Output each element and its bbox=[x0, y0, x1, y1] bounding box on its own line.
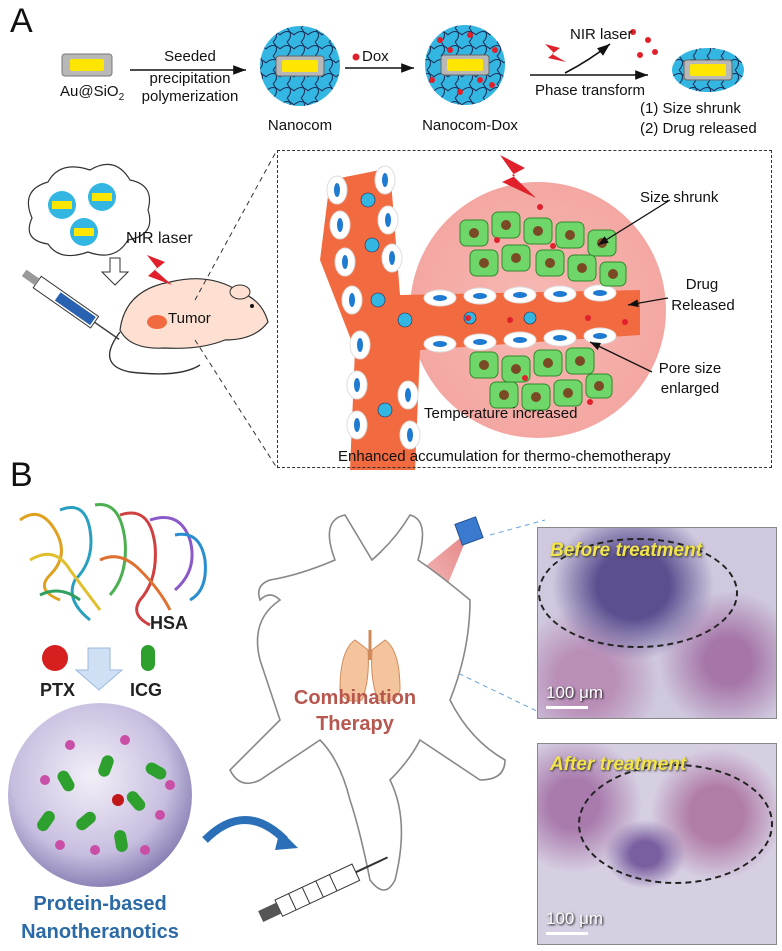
zoom-line bbox=[194, 149, 278, 301]
dox-dot bbox=[352, 53, 360, 61]
zoom-box bbox=[277, 150, 772, 468]
syringe-icon bbox=[21, 269, 120, 341]
au-sio2-label: Au@SiO2 bbox=[60, 83, 125, 103]
protein-based-label: Protein-based bbox=[33, 893, 167, 915]
nanocom-label: Nanocom bbox=[267, 117, 333, 134]
panel-b-letter: B bbox=[10, 456, 33, 494]
phase-transform-label: Phase transform bbox=[535, 82, 646, 99]
size-shrunk-label: Size shrunk bbox=[640, 189, 719, 206]
lightning-icon bbox=[147, 255, 172, 285]
drug-released-list-label: (2) Drug released bbox=[640, 120, 757, 137]
scale-bar-label: 100 μm bbox=[546, 909, 604, 928]
nir-laser-label-2: NIR laser bbox=[126, 230, 193, 247]
blood-vessel bbox=[320, 165, 640, 470]
zoom-line bbox=[194, 339, 278, 469]
scale-bar bbox=[546, 932, 588, 935]
before-treatment-label: Before treatment bbox=[550, 540, 703, 561]
nanocom-dox-particle bbox=[425, 25, 505, 105]
ptx-label: PTX bbox=[40, 680, 76, 700]
after-treatment-label: After treatment bbox=[550, 754, 687, 775]
arrow-icon bbox=[597, 199, 671, 246]
size-shrunk-list-label: (1) Size shrunk bbox=[640, 100, 741, 117]
icg-label: ICG bbox=[130, 680, 163, 700]
down-arrow-icon bbox=[100, 257, 130, 286]
shrunk-particle bbox=[672, 48, 744, 92]
histology-before-image: Before treatment 100 μm bbox=[537, 527, 777, 719]
dox-label: Dox bbox=[362, 48, 389, 65]
histology-after-image: After treatment 100 μm bbox=[537, 743, 777, 945]
nanocom-dox-label: Nanocom-Dox bbox=[422, 117, 518, 134]
nanotheranotics-label: Nanotheranotics bbox=[21, 921, 179, 943]
enhanced-accumulation-label: Enhanced accumulation for thermo-chemoth… bbox=[338, 448, 671, 465]
nir-laser-label: NIR laser bbox=[570, 26, 633, 43]
scale-bar bbox=[546, 706, 588, 709]
arrow-icon bbox=[564, 43, 611, 74]
au-sio2-particle bbox=[61, 53, 113, 77]
therapy-label: Therapy bbox=[316, 713, 394, 735]
seeded-label: Seeded bbox=[164, 48, 216, 65]
released-label: Released bbox=[671, 297, 735, 314]
precipitation-label: precipitation bbox=[149, 70, 231, 87]
temperature-label: Temperature increased bbox=[424, 405, 578, 422]
panel-a-letter: A bbox=[10, 2, 33, 40]
arrow-icon bbox=[627, 297, 669, 308]
pore-size-label: Pore size bbox=[658, 360, 722, 377]
lightning-icon bbox=[500, 155, 536, 198]
combination-label: Combination bbox=[293, 687, 417, 709]
enlarged-label: enlarged bbox=[660, 380, 720, 397]
nanocom-particle bbox=[260, 26, 340, 106]
scale-bar-label: 100 μm bbox=[546, 683, 604, 702]
tumor-label: Tumor bbox=[168, 310, 211, 327]
lightning-icon bbox=[545, 44, 566, 62]
drug-label: Drug bbox=[685, 276, 719, 293]
nanoparticle-cloud bbox=[27, 163, 151, 257]
polymerization-label: polymerization bbox=[141, 88, 239, 105]
mouse-icon bbox=[108, 278, 269, 375]
hsa-label: HSA bbox=[150, 613, 189, 633]
arrow-icon bbox=[589, 341, 653, 373]
